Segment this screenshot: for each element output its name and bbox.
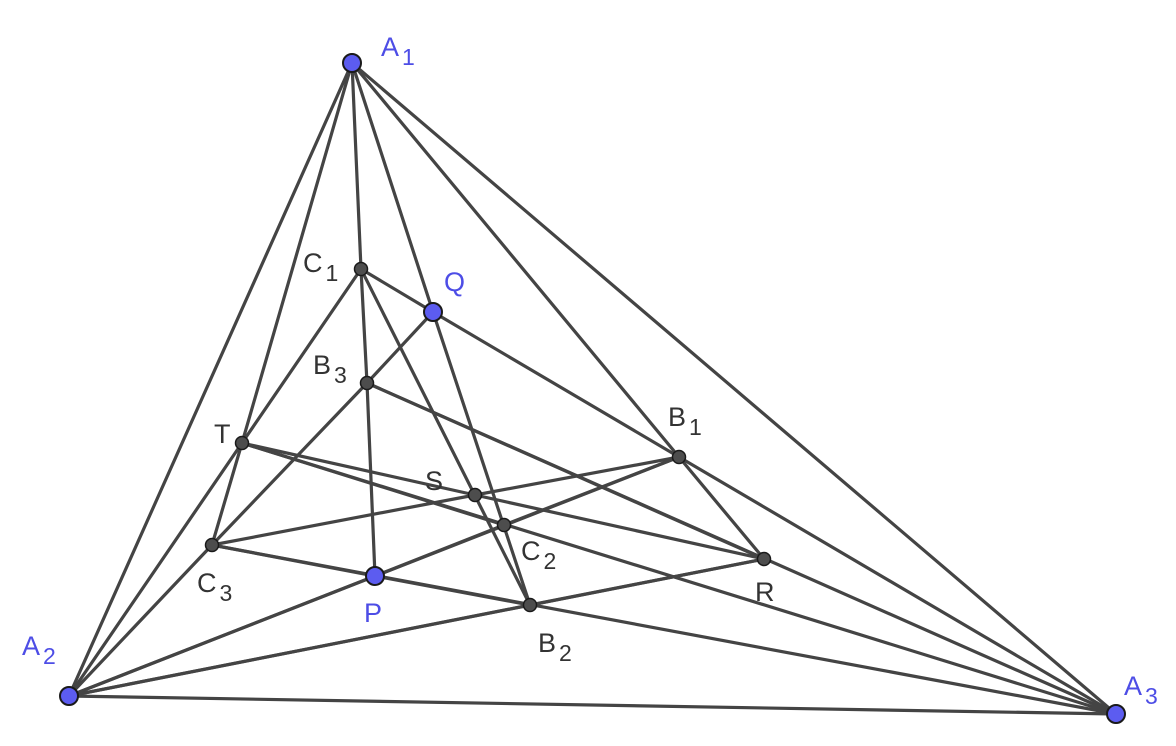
segment-c3-p (210, 543, 377, 578)
point-a1[interactable] (342, 53, 362, 73)
segment-a1-b1 (350, 61, 681, 459)
point-r[interactable] (756, 551, 772, 567)
segment-b1-r (677, 455, 766, 561)
segment-a1-c1 (350, 61, 363, 271)
label-b2-name: B (538, 628, 556, 658)
point-b1[interactable] (671, 449, 687, 465)
label-c1-name: C (303, 248, 323, 278)
segment-a1-q (350, 61, 435, 314)
label-b1-name: B (668, 402, 686, 432)
segment-b3-r (365, 381, 766, 561)
point-p[interactable] (365, 566, 385, 586)
point-a3[interactable] (1106, 704, 1126, 724)
label-b1-subscript: 1 (689, 414, 702, 440)
label-q: Q (444, 267, 465, 297)
point-layer (59, 53, 1126, 724)
segment-p-b2 (373, 574, 532, 607)
segment-c1-q (359, 267, 435, 314)
segment-b3-p (365, 381, 377, 578)
label-a2-name: A (22, 631, 40, 661)
label-b2-subscript: 2 (559, 640, 572, 666)
segment-a1-a2 (67, 61, 354, 698)
label-c2-name: C (521, 536, 541, 566)
label-r: R (755, 577, 775, 607)
label-c1-subscript: 1 (326, 260, 339, 286)
segment-s-r (473, 493, 766, 561)
label-a1-subscript: 1 (402, 44, 415, 70)
segment-a1-t (240, 61, 354, 445)
segment-c1-b3 (359, 267, 369, 385)
label-b3-name: B (313, 350, 331, 380)
segment-t-c3 (210, 441, 244, 547)
segment-b3-c3 (210, 381, 369, 547)
label-s-name: S (425, 466, 443, 496)
segment-c3-s (210, 493, 477, 547)
point-b2[interactable] (522, 597, 538, 613)
segment-a3-b1 (677, 455, 1118, 716)
point-t[interactable] (234, 435, 250, 451)
label-r-name: R (755, 577, 775, 607)
segment-layer (67, 61, 1118, 716)
label-c3-name: C (197, 568, 217, 598)
point-c2[interactable] (496, 517, 512, 533)
label-s: S (425, 466, 443, 496)
label-p-name: P (364, 598, 382, 628)
segment-q-b3 (365, 310, 435, 385)
segment-p-c2 (373, 523, 506, 578)
segment-t-c2 (240, 441, 506, 527)
segment-a2-t (67, 441, 244, 698)
segment-b2-r (528, 557, 766, 607)
segment-c2-b1 (502, 455, 681, 527)
label-a2-subscript: 2 (43, 643, 56, 669)
point-c3[interactable] (204, 537, 220, 553)
label-a1-name: A (381, 32, 399, 62)
label-t: T (214, 419, 231, 449)
point-s[interactable] (467, 487, 483, 503)
point-c1[interactable] (353, 261, 369, 277)
point-q[interactable] (423, 302, 443, 322)
label-p: P (364, 598, 382, 628)
label-a3-name: A (1124, 671, 1142, 701)
segment-c1-t (240, 267, 363, 445)
label-c3-subscript: 3 (220, 580, 233, 606)
segment-a2-c3 (67, 543, 214, 698)
label-q-name: Q (444, 267, 465, 297)
segment-a1-a3 (350, 61, 1118, 716)
segment-c1-b2 (359, 267, 532, 607)
segment-t-s (240, 441, 477, 497)
label-t-name: T (214, 419, 231, 449)
segment-q-b2 (431, 310, 532, 607)
segment-q-b1 (431, 310, 681, 459)
label-c2-subscript: 2 (544, 548, 557, 574)
point-b3[interactable] (359, 375, 375, 391)
label-a3-subscript: 3 (1145, 683, 1158, 709)
label-b3-subscript: 3 (334, 362, 347, 388)
segment-s-b1 (473, 455, 681, 497)
point-a2[interactable] (59, 686, 79, 706)
segment-a2-a3 (67, 694, 1118, 716)
